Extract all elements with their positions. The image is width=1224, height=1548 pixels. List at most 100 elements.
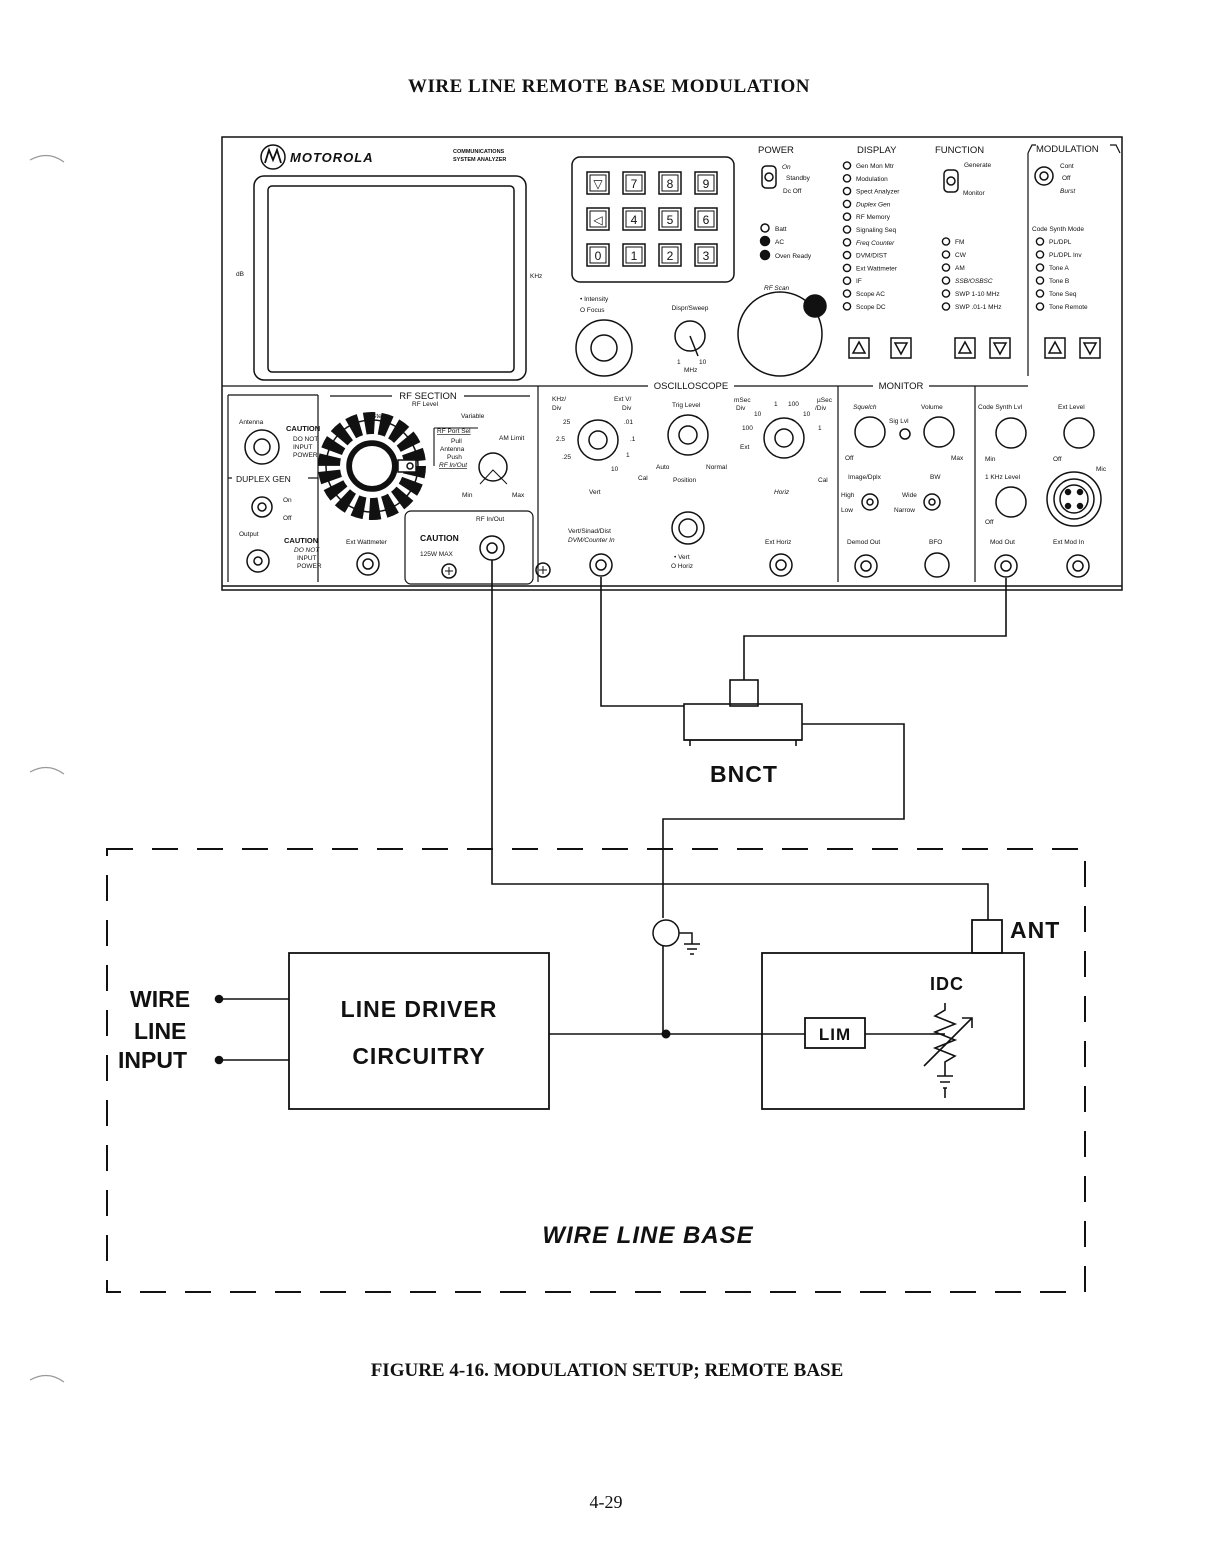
wire-line-base-label: WIRE LINE BASE <box>542 1222 753 1249</box>
keypad-key[interactable]: 7 <box>622 171 646 195</box>
keypad-key[interactable]: 9 <box>694 171 718 195</box>
keypad-key[interactable]: 4 <box>622 207 646 231</box>
am-limit-knob[interactable] <box>478 452 508 482</box>
khz-div-label: Div <box>552 405 562 412</box>
cables <box>491 560 1007 920</box>
keypad-key[interactable]: 0 <box>586 243 610 267</box>
output-caution: CAUTION <box>284 536 318 545</box>
mod-out-connector[interactable] <box>994 554 1018 578</box>
vert-volts-div-knob[interactable] <box>577 419 619 461</box>
scope-value: .25 <box>562 454 571 461</box>
trig-level-position-knob[interactable] <box>667 414 709 456</box>
squelch-knob[interactable] <box>854 416 886 448</box>
duplex-off-label: Off <box>283 515 292 522</box>
ext-horiz-connector[interactable] <box>769 553 793 577</box>
keypad-key[interactable]: ▽ <box>586 171 610 195</box>
model-label: SYSTEM ANALYZER <box>453 157 506 163</box>
intensity-label: • Intensity <box>580 296 609 303</box>
indicator-lamp <box>842 225 852 234</box>
indicator-label: Tone Seq <box>1049 291 1077 298</box>
ext-wattmeter-label: Ext Wattmeter <box>346 539 388 546</box>
keypad-key[interactable]: 6 <box>694 207 718 231</box>
code-synth-lvl-knob[interactable] <box>995 417 1027 449</box>
ext-mod-in-connector[interactable] <box>1066 554 1090 578</box>
step-label: Step <box>372 413 386 420</box>
duplex-on-label: On <box>283 497 292 504</box>
am-min-label: Min <box>462 492 473 499</box>
rf-scan-knob[interactable] <box>737 291 823 377</box>
indicator-label: Ext Wattmeter <box>856 265 898 272</box>
monitor-off-label: Off <box>845 455 854 462</box>
page-number: 4-29 <box>590 1492 623 1512</box>
rf-port-sel-label: RF Port Sel <box>437 428 471 435</box>
demod-out-connector[interactable] <box>854 554 878 578</box>
mod-out-cable <box>743 578 1007 680</box>
rf-level-label: RF Level <box>412 401 439 408</box>
duplex-gen-switch[interactable] <box>251 496 273 518</box>
rf-section-title: RF SECTION <box>399 391 457 402</box>
modulation-up-button[interactable] <box>1044 337 1066 359</box>
disp-sweep-knob[interactable] <box>674 320 706 352</box>
system-analyzer-panel: MOTOROLA COMMUNICATIONS SYSTEM ANALYZER … <box>221 136 1123 591</box>
mic-connector[interactable] <box>1046 471 1102 527</box>
keypad-key[interactable]: 8 <box>658 171 682 195</box>
monitor-max-label: Max <box>951 455 964 462</box>
page-title: WIRE LINE REMOTE BASE MODULATION <box>408 76 810 97</box>
keypad-key-label: 6 <box>703 213 710 227</box>
display-up-button[interactable] <box>848 337 870 359</box>
ant-label: ANT <box>1010 917 1060 943</box>
function-down-button[interactable] <box>989 337 1011 359</box>
image-dplx-switch[interactable] <box>861 493 879 511</box>
ext-level-knob[interactable] <box>1063 417 1095 449</box>
vert-sinad-connector[interactable] <box>589 553 613 577</box>
indicator-lamp <box>842 186 852 196</box>
power-switch[interactable] <box>761 165 777 189</box>
khz-off-label: Off <box>985 519 994 526</box>
display-down-button[interactable] <box>890 337 912 359</box>
am-max-label: Max <box>512 492 525 499</box>
indicator-label: Duplex Gen <box>856 201 891 208</box>
indicator-lamp <box>1035 289 1045 298</box>
indicator-lamp <box>1035 237 1045 246</box>
line-label: LINE <box>134 1018 186 1044</box>
scope-value: 2.5 <box>556 436 565 443</box>
vert-horiz-knob[interactable] <box>671 511 705 545</box>
bw-switch[interactable] <box>923 493 941 511</box>
ac-indicator <box>759 235 771 247</box>
modulation-title: MODULATION <box>1036 144 1099 155</box>
bfo-knob[interactable] <box>924 552 950 578</box>
indicator-label: PL/DPL Inv <box>1049 252 1082 259</box>
screen-label: dB <box>236 271 244 278</box>
antenna-connector[interactable] <box>244 429 280 465</box>
display-title: DISPLAY <box>857 145 897 156</box>
scope-value: 1 <box>626 452 630 459</box>
bnct-base-cable <box>662 723 905 918</box>
antenna-caution: CAUTION <box>286 424 320 433</box>
indicator-label: SSB/OSBSC <box>955 278 993 285</box>
rf-in-out-label: RF In/Out <box>476 516 504 523</box>
ext-wattmeter-connector[interactable] <box>356 552 380 576</box>
rf-in-out-connector[interactable] <box>479 535 505 561</box>
function-switch[interactable] <box>943 169 959 193</box>
volume-knob[interactable] <box>923 416 955 448</box>
keypad-key[interactable]: 2 <box>658 243 682 267</box>
horiz-sweep-knob[interactable] <box>763 417 805 459</box>
indicator-lamp <box>842 289 852 298</box>
khz-level-knob[interactable] <box>995 486 1027 518</box>
keypad-key[interactable]: 5 <box>658 207 682 231</box>
keypad-key[interactable]: ◁ <box>586 207 610 231</box>
modulation-switch[interactable] <box>1034 166 1054 186</box>
duplex-output-connector[interactable] <box>246 549 270 573</box>
normal-label: Normal <box>706 464 728 471</box>
indicator-lamp <box>941 289 951 298</box>
function-up-button[interactable] <box>954 337 976 359</box>
intensity-focus-knob[interactable] <box>575 319 633 377</box>
auto-label: Auto <box>656 464 670 471</box>
circuitry-label: CIRCUITRY <box>352 1043 485 1069</box>
scope-value: .01 <box>624 419 633 426</box>
modulation-down-button[interactable] <box>1079 337 1101 359</box>
function-generate-label: Generate <box>964 162 991 169</box>
keypad-key[interactable]: 3 <box>694 243 718 267</box>
keypad-key[interactable]: 1 <box>622 243 646 267</box>
bnct-tee-connector <box>683 679 803 746</box>
